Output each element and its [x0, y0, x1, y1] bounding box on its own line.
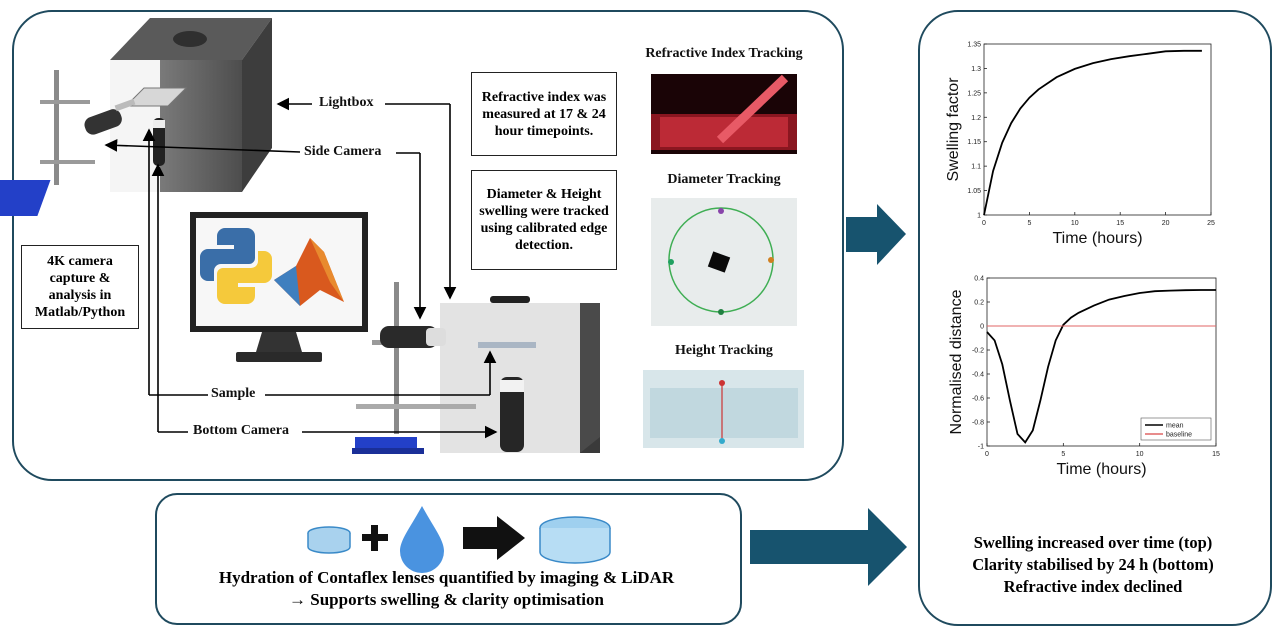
- right-arrow-icon: [463, 516, 525, 560]
- hydration-line-2: → Supports swelling & clarity optimisati…: [289, 590, 604, 609]
- y-tick-label: 0: [980, 324, 984, 331]
- note-diameter: Diameter & Height swelling were tracked …: [471, 170, 617, 270]
- title-diameter-tracking: Diameter Tracking: [667, 172, 781, 187]
- y-tick-label: -0.6: [972, 396, 984, 403]
- label-side-camera: Side Camera: [304, 144, 382, 159]
- x-tick-label: 10: [1136, 451, 1144, 458]
- y-tick-label: 0.4: [974, 276, 984, 283]
- lightbox-side-view-icon: [440, 296, 600, 453]
- x-tick-label: 0: [985, 451, 989, 458]
- x-tick-label: 15: [1212, 451, 1220, 458]
- summary-line-2: Clarity stabilised by 24 h (bottom): [972, 555, 1214, 574]
- x-tick-label: 20: [1162, 220, 1170, 227]
- title-height-tracking: Height Tracking: [675, 343, 773, 358]
- note-refractive: Refractive index was measured at 17 & 24…: [471, 72, 617, 156]
- x-tick-label: 10: [1071, 220, 1079, 227]
- x-tick-label: 0: [982, 220, 986, 227]
- y-tick-label: 1.1: [971, 164, 981, 171]
- lightbox-cube-icon: [110, 18, 272, 192]
- y-tick-label: 0.2: [974, 300, 984, 307]
- x-tick-label: 25: [1207, 220, 1215, 227]
- title-refractive-tracking: Refractive Index Tracking: [645, 46, 803, 61]
- label-sample: Sample: [211, 386, 256, 401]
- flow-arrow-bottom-icon: [750, 508, 907, 586]
- plot-area: [983, 43, 1212, 216]
- series-line-mean: [986, 289, 1216, 444]
- y-tick-label: 1.05: [967, 188, 981, 195]
- monitor-icon: [190, 212, 368, 362]
- x-axis-label: Time (hours): [1056, 461, 1146, 478]
- y-axis-label: Swelling factor: [945, 77, 962, 182]
- y-tick-label: 1.35: [967, 42, 981, 49]
- note-capture: 4K camera capture & analysis in Matlab/P…: [21, 245, 139, 329]
- flow-arrow-top-icon: [846, 204, 906, 265]
- legend-label: baseline: [1166, 432, 1192, 439]
- y-tick-label: -0.4: [972, 372, 984, 379]
- x-axis-label: Time (hours): [1052, 230, 1142, 247]
- hydration-line-1: Hydration of Contaflex lenses quantified…: [218, 568, 675, 587]
- side-camera-stand-icon: [0, 70, 165, 216]
- legend-label: mean: [1166, 423, 1184, 430]
- swelling-chart: 0 5 10 15 20 25 1 1.05 1.1 1.15 1.2 1.25 1.3 1.35Time…: [945, 42, 1215, 248]
- label-lightbox: Lightbox: [319, 95, 374, 110]
- y-tick-label: 1.3: [971, 66, 981, 73]
- hydration-panel: [155, 493, 742, 625]
- y-tick-label: -1: [978, 444, 984, 451]
- summary-line-3: Refractive index declined: [1003, 577, 1183, 596]
- x-tick-label: 15: [1116, 220, 1124, 227]
- y-tick-label: 1.25: [967, 90, 981, 97]
- height-tracking-image: [643, 370, 804, 448]
- y-tick-label: 1.15: [967, 139, 981, 146]
- camera-stand-icon: [352, 282, 476, 454]
- x-tick-label: 5: [1061, 451, 1065, 458]
- label-bottom-camera: Bottom Camera: [193, 423, 290, 438]
- series-line-s0: [983, 49, 1202, 216]
- y-tick-label: -0.8: [972, 420, 984, 427]
- diameter-tracking-image: [651, 198, 797, 326]
- water-drop-icon: [400, 506, 444, 573]
- lens-large-icon: [539, 516, 611, 564]
- lens-small-icon: [307, 526, 351, 554]
- x-tick-label: 5: [1027, 220, 1031, 227]
- plus-icon: [362, 525, 388, 551]
- y-tick-label: 1.2: [971, 115, 981, 122]
- y-axis-label: Normalised distance: [948, 289, 965, 434]
- python-logo-icon: [200, 228, 272, 304]
- matlab-logo-icon: [274, 238, 344, 306]
- y-tick-label: -0.2: [972, 348, 984, 355]
- refractive-tracking-image: [651, 74, 797, 154]
- y-tick-label: 1: [977, 213, 981, 220]
- summary-line-1: Swelling increased over time (top): [973, 533, 1213, 552]
